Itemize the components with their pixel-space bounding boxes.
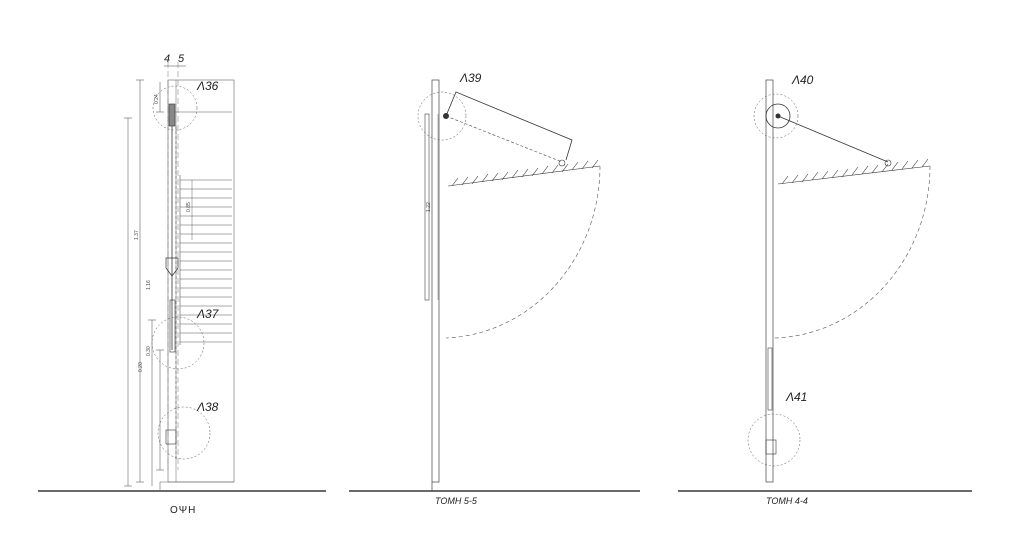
callout-circle-l41 bbox=[747, 413, 801, 467]
callout-label-l41: Λ41 bbox=[785, 390, 807, 404]
bottom-mechanism bbox=[165, 429, 177, 445]
handle-body bbox=[165, 257, 179, 277]
canopy-slats-5 bbox=[447, 159, 601, 187]
dimension-lines bbox=[124, 79, 164, 487]
callout-circle-l40 bbox=[753, 93, 799, 139]
callout-label-l39: Λ39 bbox=[459, 71, 482, 85]
dim-label-137: 1.37 bbox=[134, 230, 140, 240]
bottom-mechanism-4 bbox=[765, 439, 777, 455]
view-title-elevation: ΟΨΗ bbox=[170, 505, 196, 516]
callout-circle-l39 bbox=[417, 91, 467, 141]
arm-lower-5 bbox=[445, 115, 563, 163]
top-bracket bbox=[168, 103, 176, 127]
louver-slats bbox=[180, 179, 232, 343]
section-mark-4: 4 bbox=[164, 53, 170, 65]
lower-rail-4 bbox=[767, 347, 773, 411]
pivot-wheel-4 bbox=[765, 103, 791, 129]
callout-circle-l38 bbox=[157, 406, 211, 460]
callout-circle-l36 bbox=[152, 85, 198, 131]
section-view-4-4: Λ40 Λ41 ΤΟΜΗ 4-4 bbox=[678, 73, 972, 506]
swing-arc-5 bbox=[445, 165, 601, 339]
callout-label-l37: Λ37 bbox=[196, 307, 220, 321]
arm-4 bbox=[777, 115, 889, 163]
section-mark-5: 5 bbox=[178, 53, 185, 65]
arm-end-4 bbox=[884, 159, 892, 167]
post-section-4 bbox=[765, 79, 774, 483]
swing-arc-4 bbox=[773, 165, 931, 339]
view-title-section-5: ΤΟΜΗ 5-5 bbox=[435, 496, 478, 506]
arm-upper-5 bbox=[445, 91, 573, 161]
callout-label-l38: Λ38 bbox=[196, 400, 219, 414]
elevation-view: 4 5 0.24 1.37 1.16 0.30 0.20 0.85 Λ36 Λ3… bbox=[38, 53, 326, 516]
view-title-section-4: ΤΟΜΗ 4-4 bbox=[766, 496, 808, 506]
dim-label-030: 0.30 bbox=[146, 346, 152, 356]
callout-label-l36: Λ36 bbox=[196, 79, 219, 93]
dim-label-122: 1.22 bbox=[426, 202, 432, 212]
dim-label-020: 0.20 bbox=[138, 362, 144, 372]
dim-label-116: 1.16 bbox=[146, 280, 152, 290]
dim-label-024: 0.24 bbox=[154, 94, 160, 104]
canopy-slats-4 bbox=[777, 158, 931, 185]
dim-label-inner: 0.85 bbox=[186, 202, 192, 212]
arm-end-5 bbox=[558, 159, 566, 167]
callout-label-l40: Λ40 bbox=[791, 73, 814, 87]
section-view-5-5: Λ39 1.22 ΤΟΜΗ 5-5 bbox=[349, 71, 640, 506]
inner-rail-5 bbox=[424, 113, 430, 301]
handle-lower bbox=[169, 299, 176, 353]
post-section-5 bbox=[431, 79, 440, 483]
